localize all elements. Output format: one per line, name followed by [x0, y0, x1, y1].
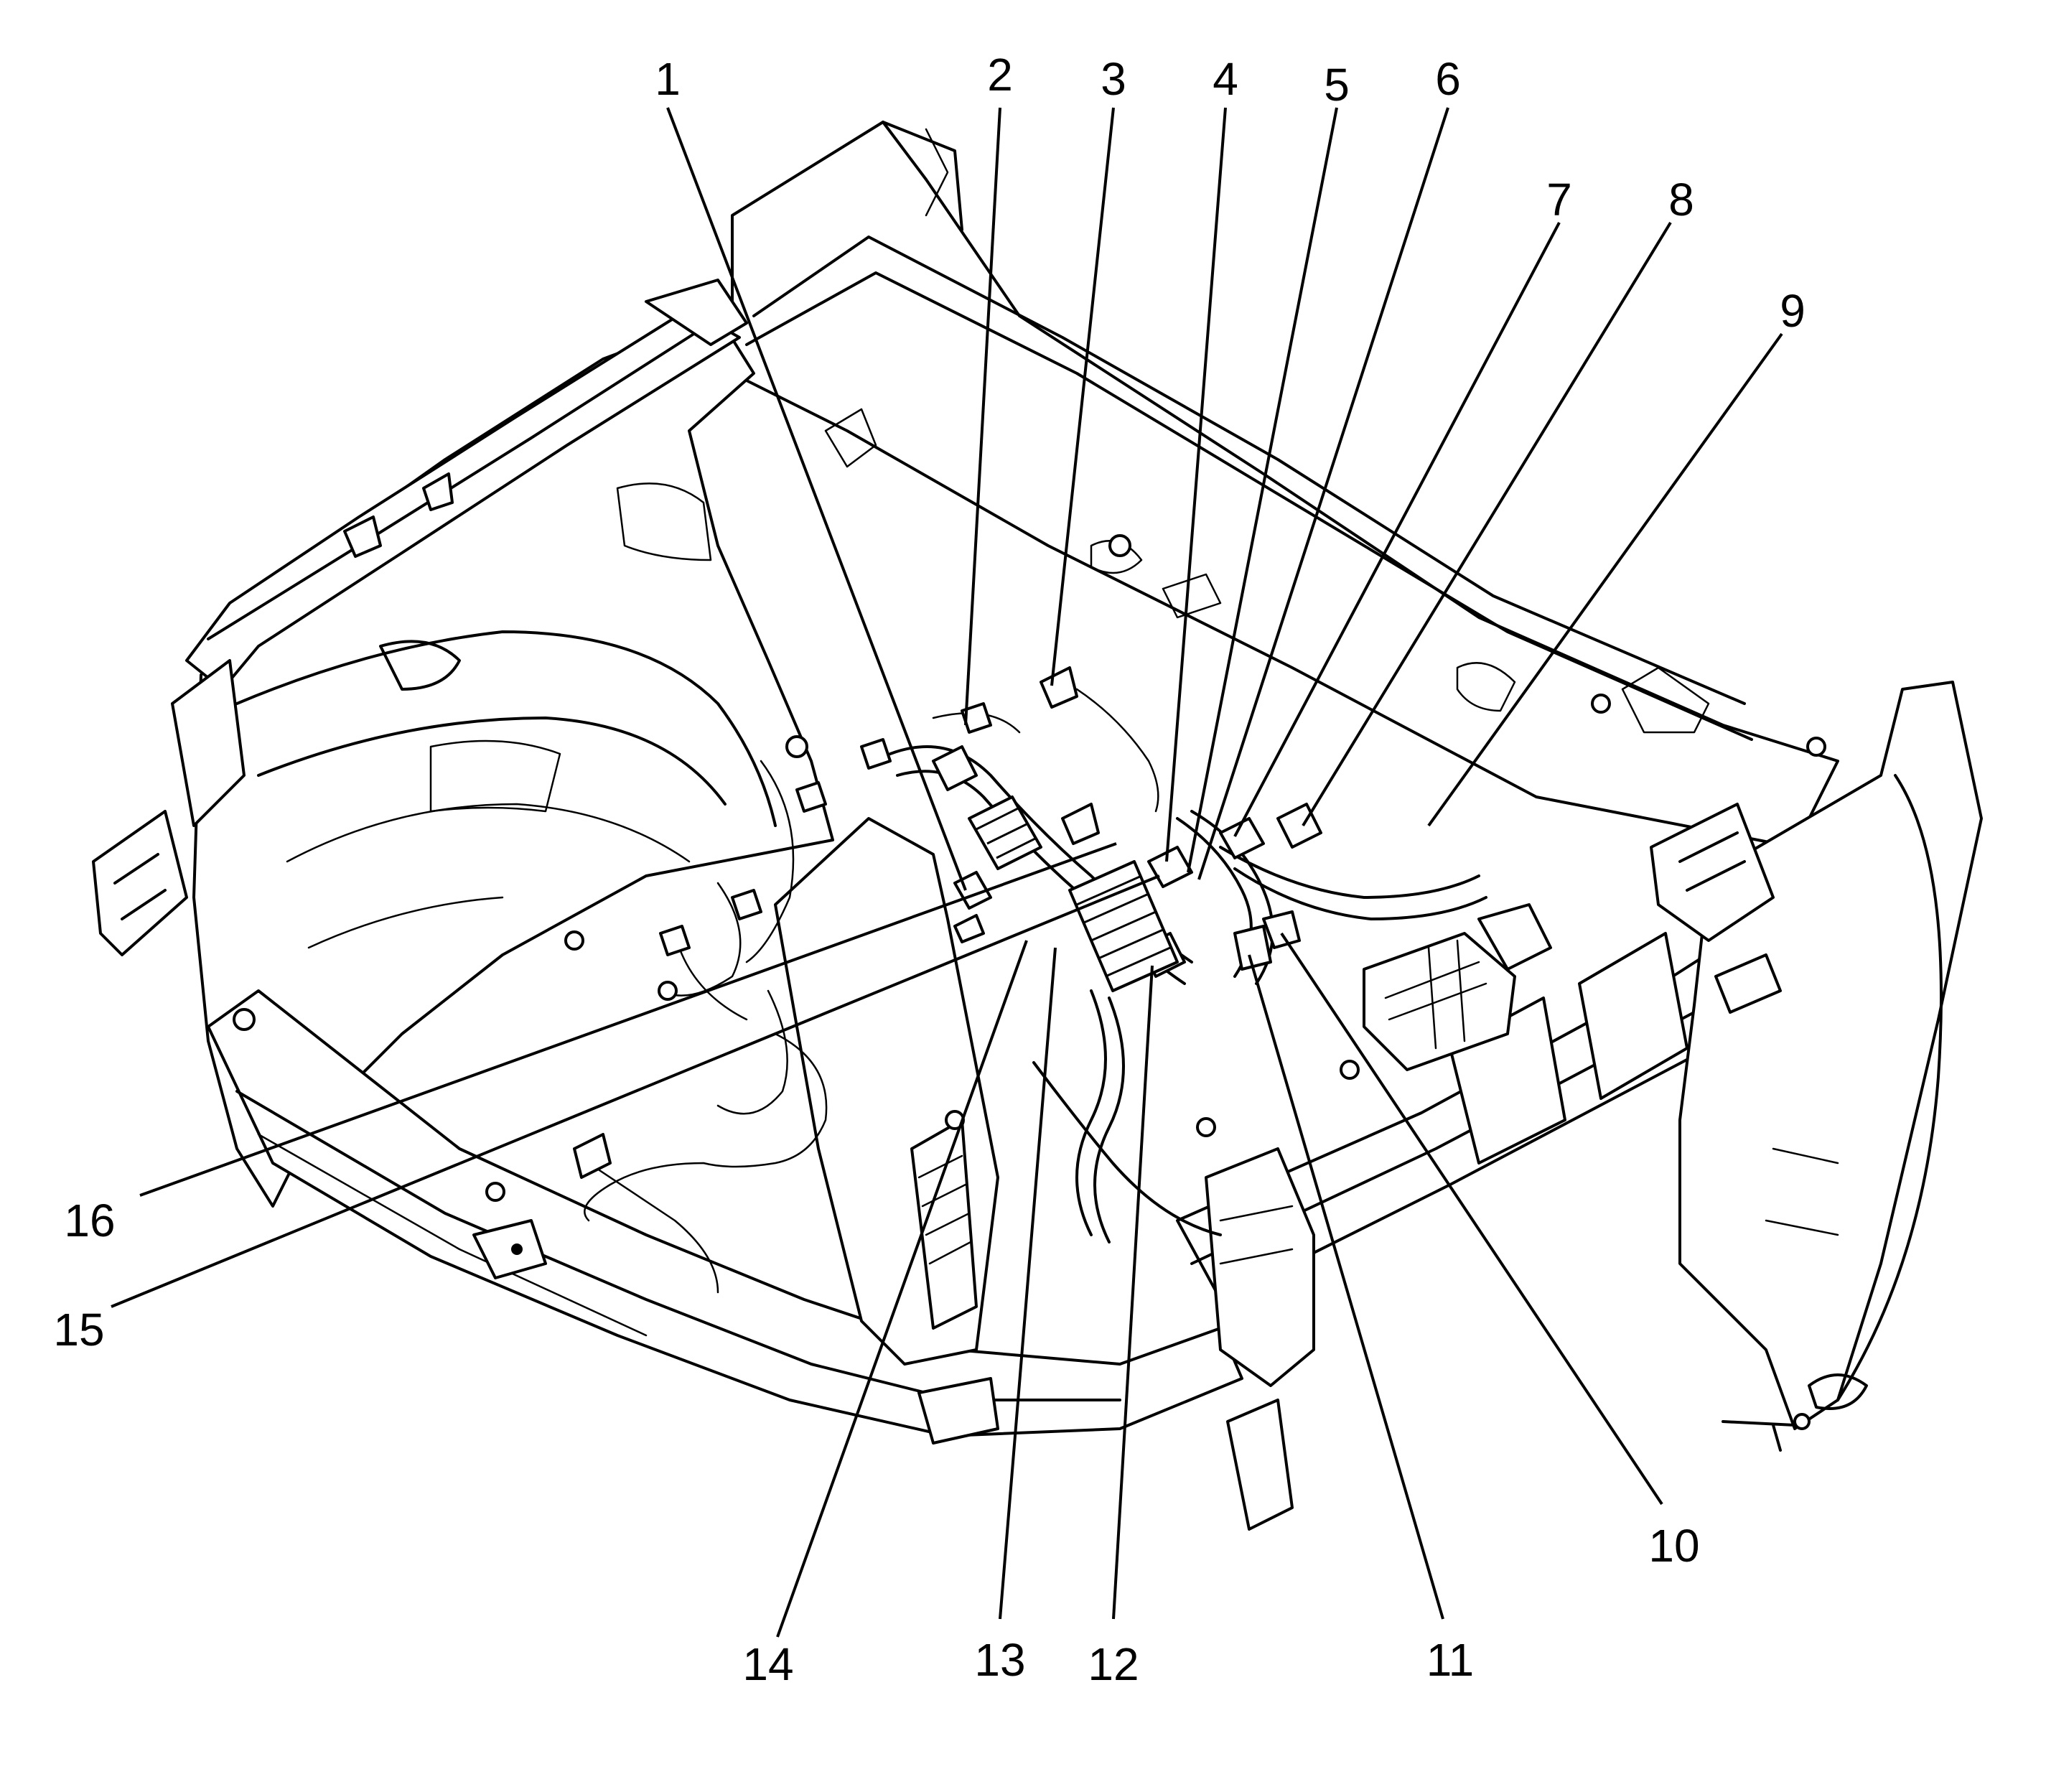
- leader-6: [1197, 107, 1449, 880]
- callout-3: 3: [1101, 53, 1126, 105]
- leader-3: [1050, 107, 1115, 686]
- callout-11: 11: [1426, 1634, 1474, 1686]
- callout-12: 12: [1088, 1638, 1139, 1690]
- callout-14: 14: [742, 1638, 793, 1690]
- leader-lines: [111, 107, 1783, 1638]
- leader-8: [1302, 221, 1672, 827]
- leader-16: [139, 842, 1117, 1197]
- lower-center-bracket: [1205, 1147, 1315, 1531]
- callout-7: 7: [1546, 174, 1572, 225]
- corrugated-conduit: [968, 795, 1179, 992]
- radiator-support: [774, 817, 999, 1366]
- leader-11: [1248, 954, 1444, 1620]
- leader-15: [111, 874, 1160, 1308]
- leader-14: [776, 940, 1028, 1638]
- right-apron: [1650, 803, 1782, 1014]
- leader-2: [964, 107, 1001, 726]
- callout-4: 4: [1213, 53, 1238, 105]
- callout-numbers: 1 2 3 4 5 6 7 8 9 10 11 12 13 14 15 16: [53, 49, 1805, 1690]
- callout-8: 8: [1668, 174, 1694, 225]
- leader-12: [1112, 965, 1154, 1620]
- fasteners: [233, 534, 1826, 1430]
- connectors: [573, 666, 1322, 1179]
- leader-13: [999, 947, 1057, 1620]
- left-side-bracket: [92, 659, 246, 956]
- callout-10: 10: [1648, 1520, 1699, 1572]
- leader-1: [666, 107, 967, 891]
- callout-5: 5: [1324, 59, 1350, 111]
- fuse-block: [1363, 903, 1552, 1071]
- leader-7: [1233, 222, 1561, 837]
- leader-10: [1280, 932, 1663, 1506]
- leader-9: [1427, 332, 1783, 827]
- cowl-panel: [731, 121, 1839, 849]
- callout-9: 9: [1780, 285, 1806, 337]
- callout-6: 6: [1435, 53, 1461, 105]
- leader-5: [1187, 107, 1338, 873]
- leader-4: [1165, 107, 1227, 862]
- engine-compartment-illustration: [92, 121, 1983, 1531]
- left-fender-rail: [185, 279, 748, 691]
- callout-2: 2: [987, 49, 1013, 101]
- callout-1: 1: [655, 53, 681, 105]
- callout-13: 13: [974, 1634, 1025, 1686]
- callout-15: 15: [53, 1304, 104, 1355]
- callout-16: 16: [64, 1195, 115, 1246]
